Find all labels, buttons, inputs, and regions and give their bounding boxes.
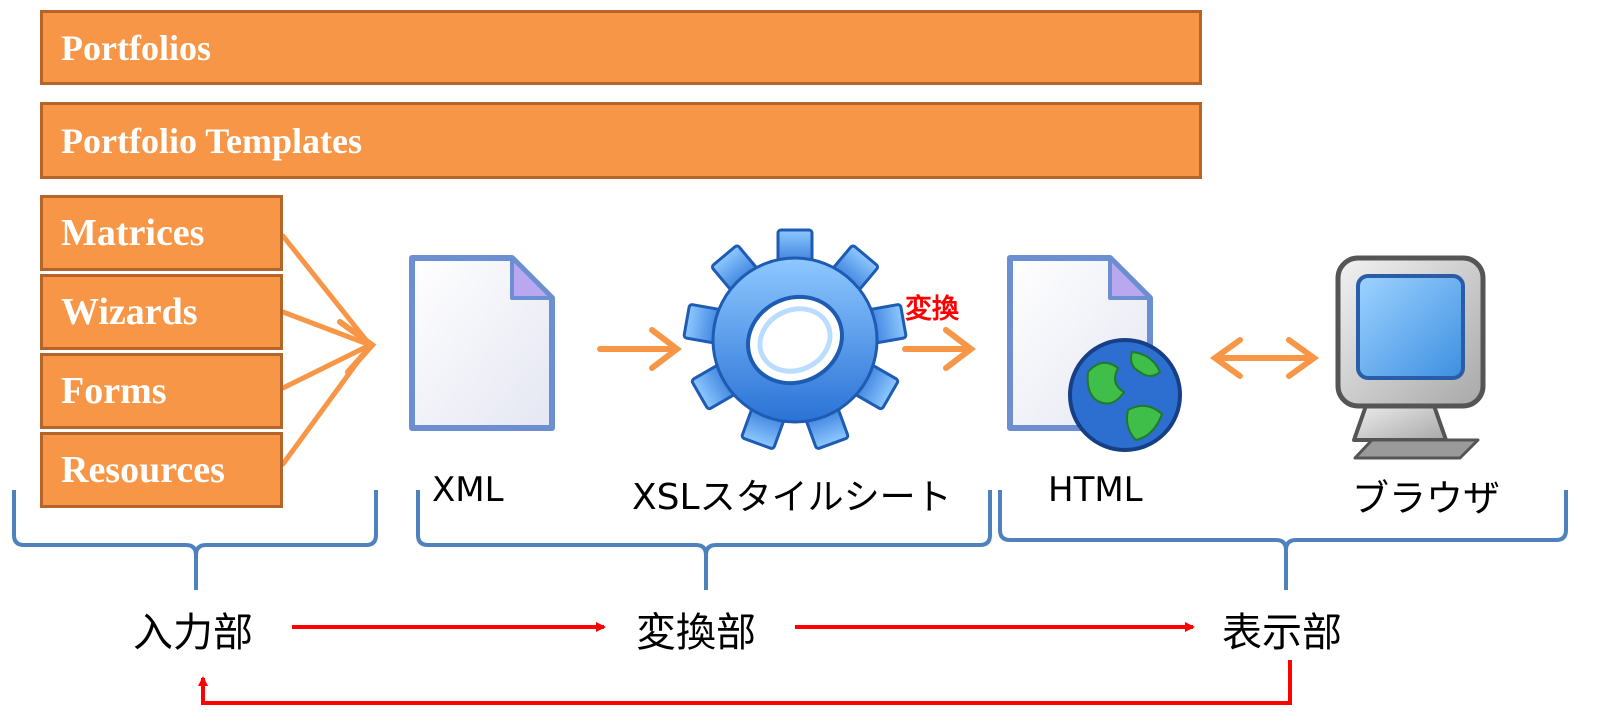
web-document-icon (1007, 255, 1182, 452)
gear-icon (682, 228, 908, 450)
xsl-stylesheet-label: XSLスタイルシート (632, 477, 952, 518)
input-converge-arrows (280, 233, 377, 467)
transform-stage-label: 変換部 (636, 610, 756, 656)
globe-icon (1068, 338, 1182, 452)
feedback-arrow (198, 660, 1292, 705)
input-stage-label: 入力部 (133, 610, 253, 656)
xml-label: XML (432, 470, 504, 510)
html-browser-double-arrow (1209, 337, 1320, 379)
xml-to-xsl-arrow (597, 327, 682, 371)
matrices-box: Matrices (40, 195, 283, 271)
monitor-icon (1335, 255, 1486, 460)
input-brace (12, 490, 378, 590)
forms-box: Forms (40, 353, 283, 429)
html-label: HTML (1048, 470, 1143, 510)
wizards-box: Wizards (40, 274, 283, 350)
display-brace (998, 490, 1568, 590)
transform-brace (416, 490, 992, 590)
document-icon (409, 255, 555, 431)
resources-box: Resources (40, 432, 283, 508)
display-stage-label: 表示部 (1222, 610, 1342, 656)
browser-label: ブラウザ (1352, 477, 1500, 520)
convert-label: 変換 (905, 294, 959, 325)
xsl-to-html-arrow (902, 327, 976, 371)
portfolios-bar: Portfolios (40, 10, 1202, 85)
portfolio-templates-bar: Portfolio Templates (40, 102, 1202, 179)
